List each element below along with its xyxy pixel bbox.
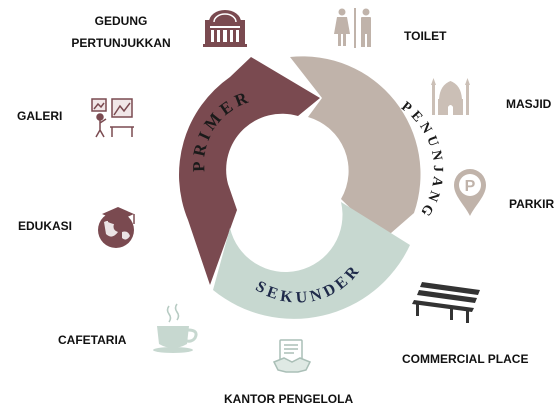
- restroom-icon: [334, 8, 371, 48]
- coffee-cup-icon: [153, 303, 198, 353]
- commercial-place-label: COMMERCIAL PLACE: [402, 352, 529, 366]
- parking-pin-icon: P: [454, 169, 486, 216]
- parkir-label: PARKIR: [509, 197, 555, 211]
- graduation-globe-icon: [98, 207, 135, 248]
- office-handshake-icon: [272, 339, 312, 373]
- svg-text:P: P: [465, 178, 476, 195]
- mosque-icon: [431, 78, 470, 115]
- galeri-label: GALERI: [17, 109, 63, 123]
- gedung-label-line2: PERTUNJUKKAN: [71, 36, 171, 50]
- kantor-pengelola-label: KANTOR PENGELOLA: [224, 392, 354, 406]
- theater-building-icon: [203, 10, 247, 47]
- park-bench-icon: [412, 282, 480, 323]
- masjid-label: MASJID: [506, 97, 552, 111]
- gedung-label-line1: GEDUNG: [94, 14, 148, 28]
- sekunder-segment: [213, 202, 410, 319]
- gallery-icon: [91, 98, 134, 138]
- penunjang-segment: [290, 56, 421, 241]
- cafetaria-label: CAFETARIA: [58, 333, 127, 347]
- toilet-label: TOILET: [404, 29, 447, 43]
- edukasi-label: EDUKASI: [18, 219, 73, 233]
- primer-segment: [179, 57, 320, 285]
